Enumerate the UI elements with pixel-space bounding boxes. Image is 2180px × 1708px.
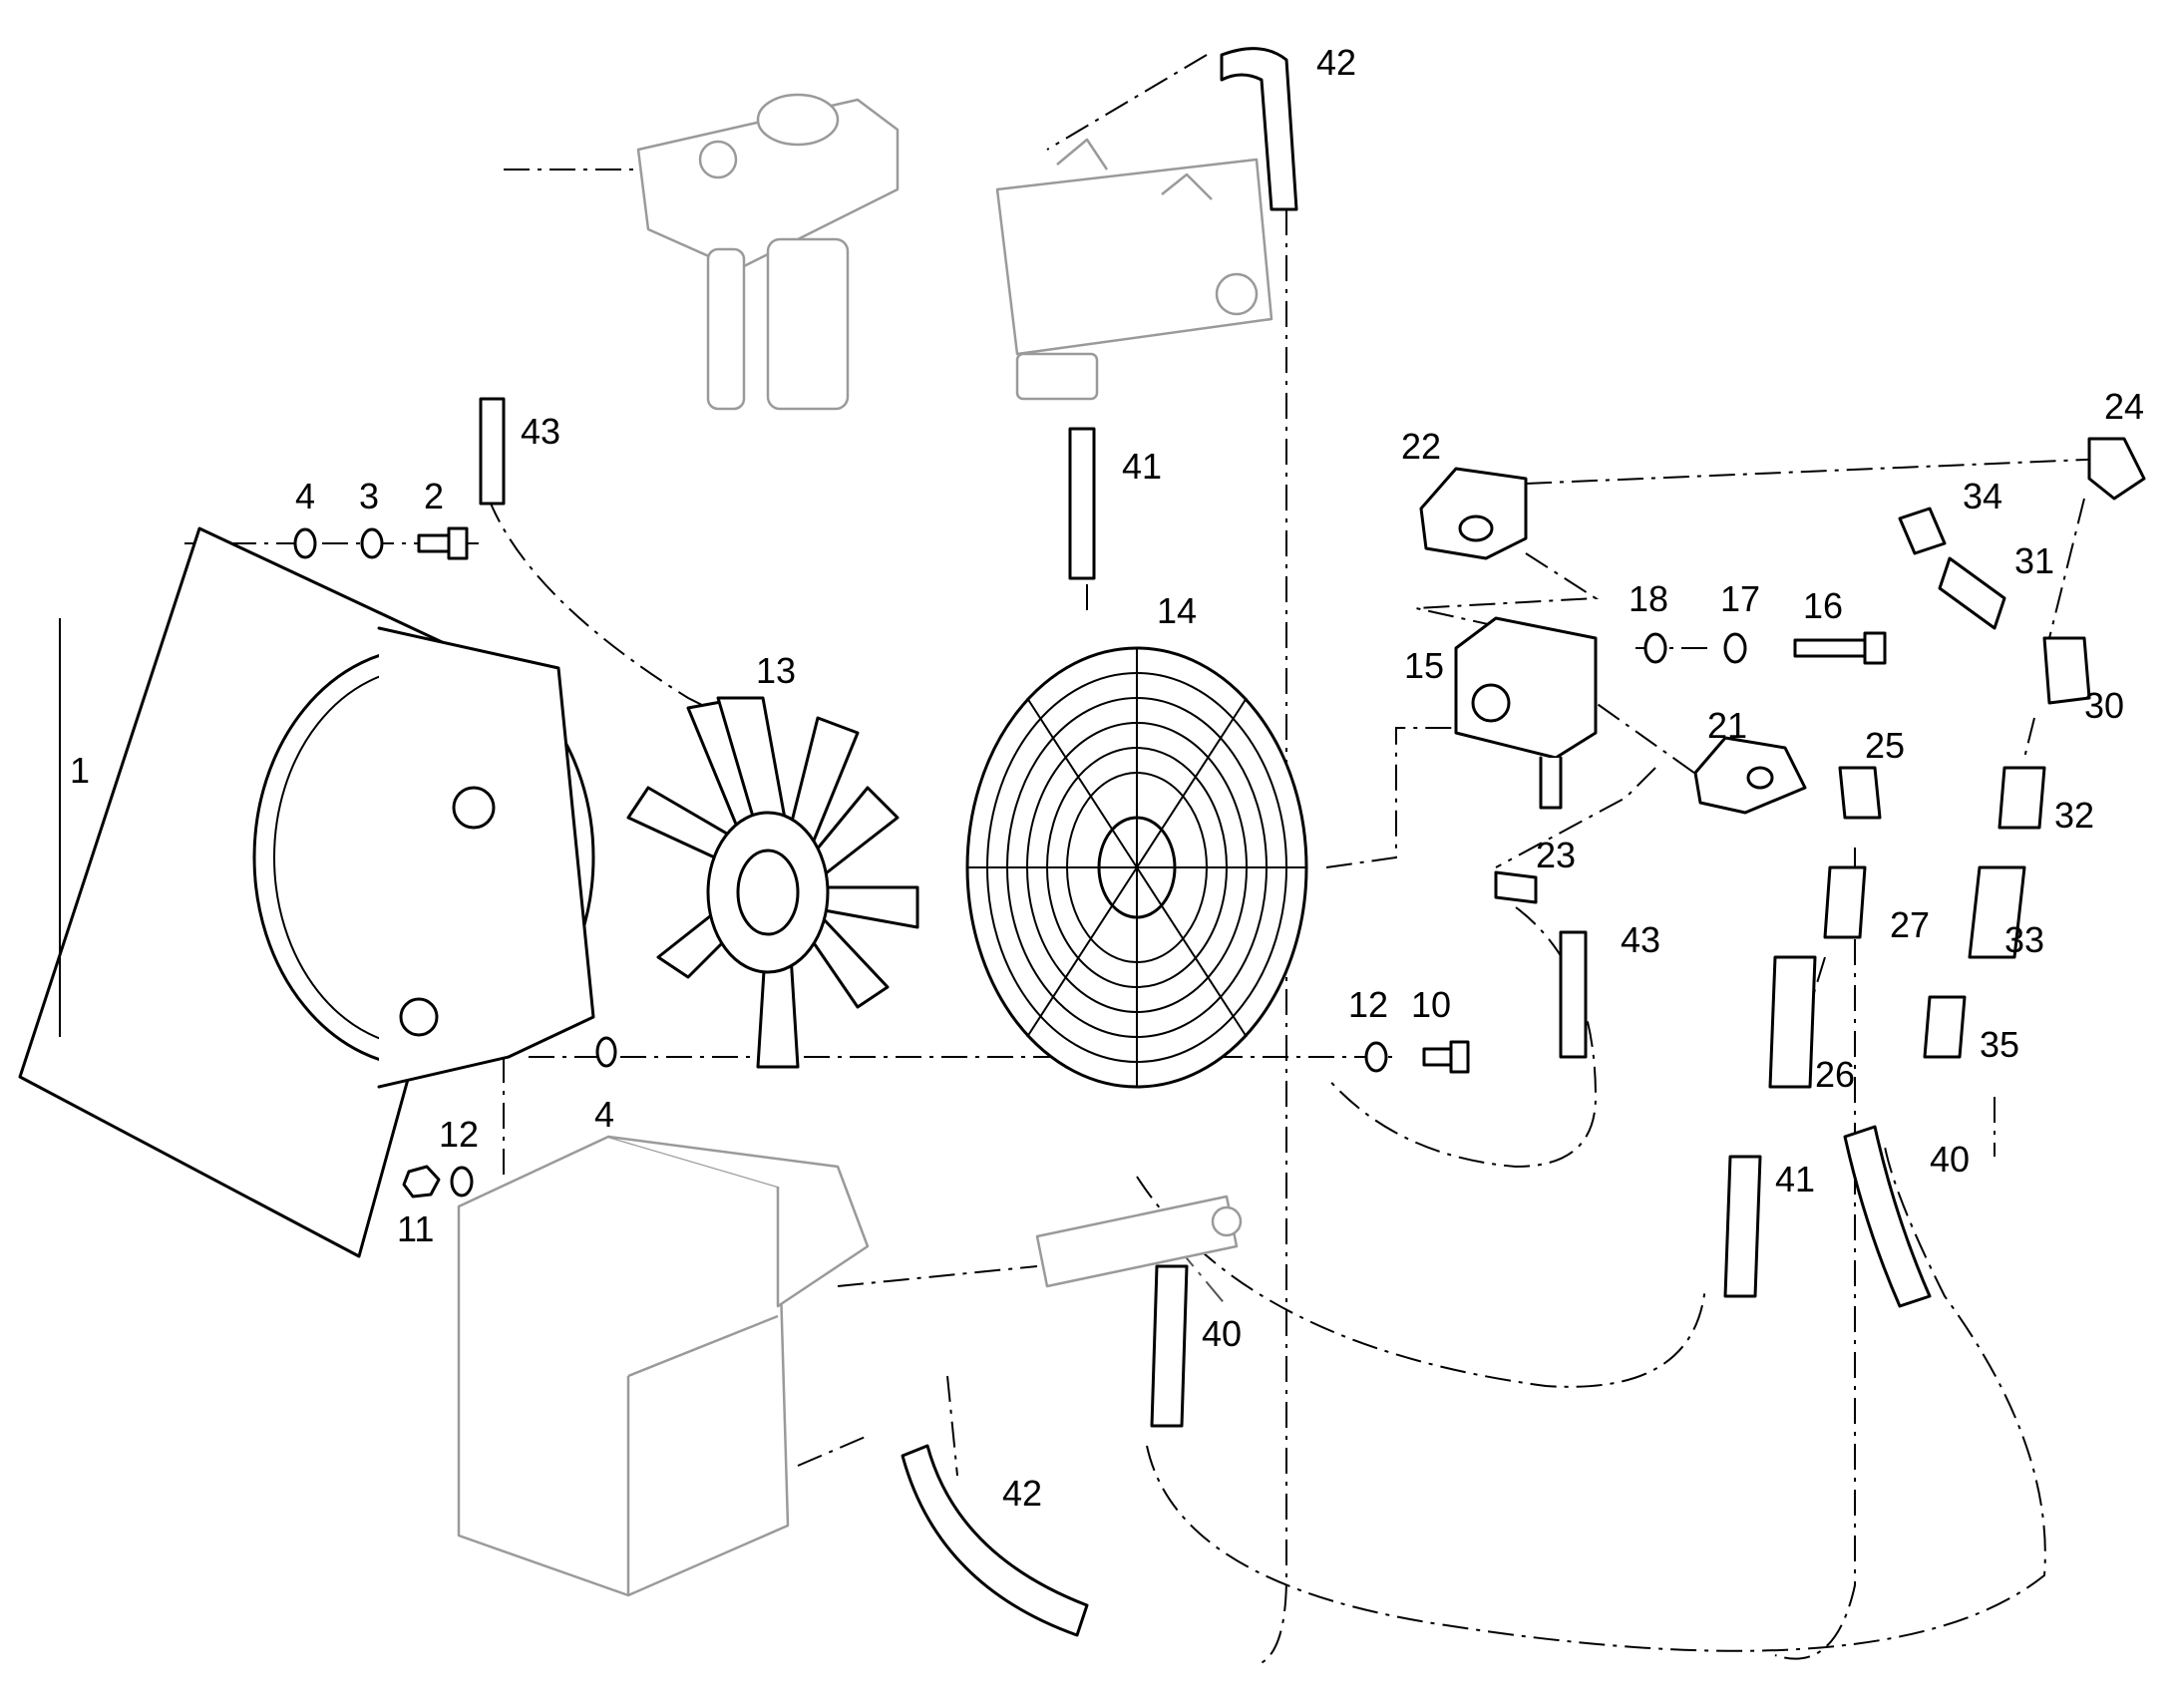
callout-12-right: 12 [1348, 984, 1388, 1025]
callout-4-bottom: 4 [594, 1094, 614, 1135]
callout-2: 2 [424, 476, 444, 516]
cooling-fan [626, 696, 919, 1069]
callout-11: 11 [397, 1208, 434, 1249]
callout-42-top: 42 [1316, 42, 1356, 83]
flange-22 [1419, 467, 1528, 560]
ghost-oil-tank [457, 1135, 870, 1597]
callout-43-right: 43 [1621, 919, 1660, 960]
fitting-stack [1768, 437, 2146, 1089]
callout-22: 22 [1401, 426, 1441, 467]
callout-30: 30 [2084, 685, 2124, 726]
nut-11 [402, 1165, 441, 1198]
callout-40-right: 40 [1930, 1139, 1970, 1180]
callout-14: 14 [1157, 590, 1197, 631]
callout-13: 13 [756, 650, 796, 691]
ghost-fuel-filter-housing [636, 93, 900, 411]
callout-26: 26 [1815, 1054, 1855, 1095]
callout-31: 31 [2014, 540, 2054, 581]
washer-17 [1723, 632, 1747, 664]
washer-12-right [1364, 1041, 1388, 1073]
callout-42-bottom: 42 [1002, 1473, 1042, 1514]
callout-33: 33 [2004, 919, 2044, 960]
bolt-10 [1422, 1040, 1470, 1074]
bolt-2 [417, 526, 469, 560]
callout-35: 35 [1980, 1024, 2019, 1065]
callout-15: 15 [1404, 645, 1444, 686]
callout-21: 21 [1707, 705, 1747, 746]
hydraulic-motor-15 [1454, 616, 1598, 810]
fitting-23 [1494, 870, 1538, 904]
washer-4-top [293, 527, 317, 559]
fan-guard [965, 646, 1308, 1089]
fan-shroud [18, 526, 595, 1258]
callout-17: 17 [1720, 578, 1760, 619]
callout-1: 1 [70, 750, 90, 791]
callout-25: 25 [1865, 725, 1905, 766]
callout-3: 3 [359, 476, 379, 516]
washer-3 [360, 527, 384, 559]
bolt-16 [1793, 631, 1887, 665]
callout-24: 24 [2104, 386, 2144, 427]
callout-34: 34 [1963, 476, 2002, 516]
callout-12-left: 12 [439, 1114, 479, 1155]
ghost-manifold-block [1035, 1195, 1243, 1288]
washer-18 [1643, 632, 1667, 664]
callout-23: 23 [1536, 835, 1576, 875]
callout-16: 16 [1803, 585, 1843, 626]
callout-18: 18 [1629, 578, 1668, 619]
callout-labels: 1 2 3 4 4 10 11 12 12 13 14 15 16 17 18 … [70, 42, 2144, 1514]
callout-4-top: 4 [295, 476, 315, 516]
washer-4-bottom [595, 1036, 617, 1068]
callout-10: 10 [1411, 984, 1451, 1025]
washer-12-left [450, 1166, 474, 1197]
callout-41-right: 41 [1775, 1159, 1815, 1199]
flange-21 [1693, 736, 1807, 815]
hoses [479, 47, 1932, 1637]
callout-32: 32 [2054, 795, 2094, 836]
ghost-hydraulic-pump [995, 138, 1273, 401]
callout-43-top: 43 [521, 411, 560, 452]
callout-40-center: 40 [1202, 1313, 1242, 1354]
callout-41-top: 41 [1122, 446, 1162, 487]
callout-27: 27 [1890, 904, 1930, 945]
